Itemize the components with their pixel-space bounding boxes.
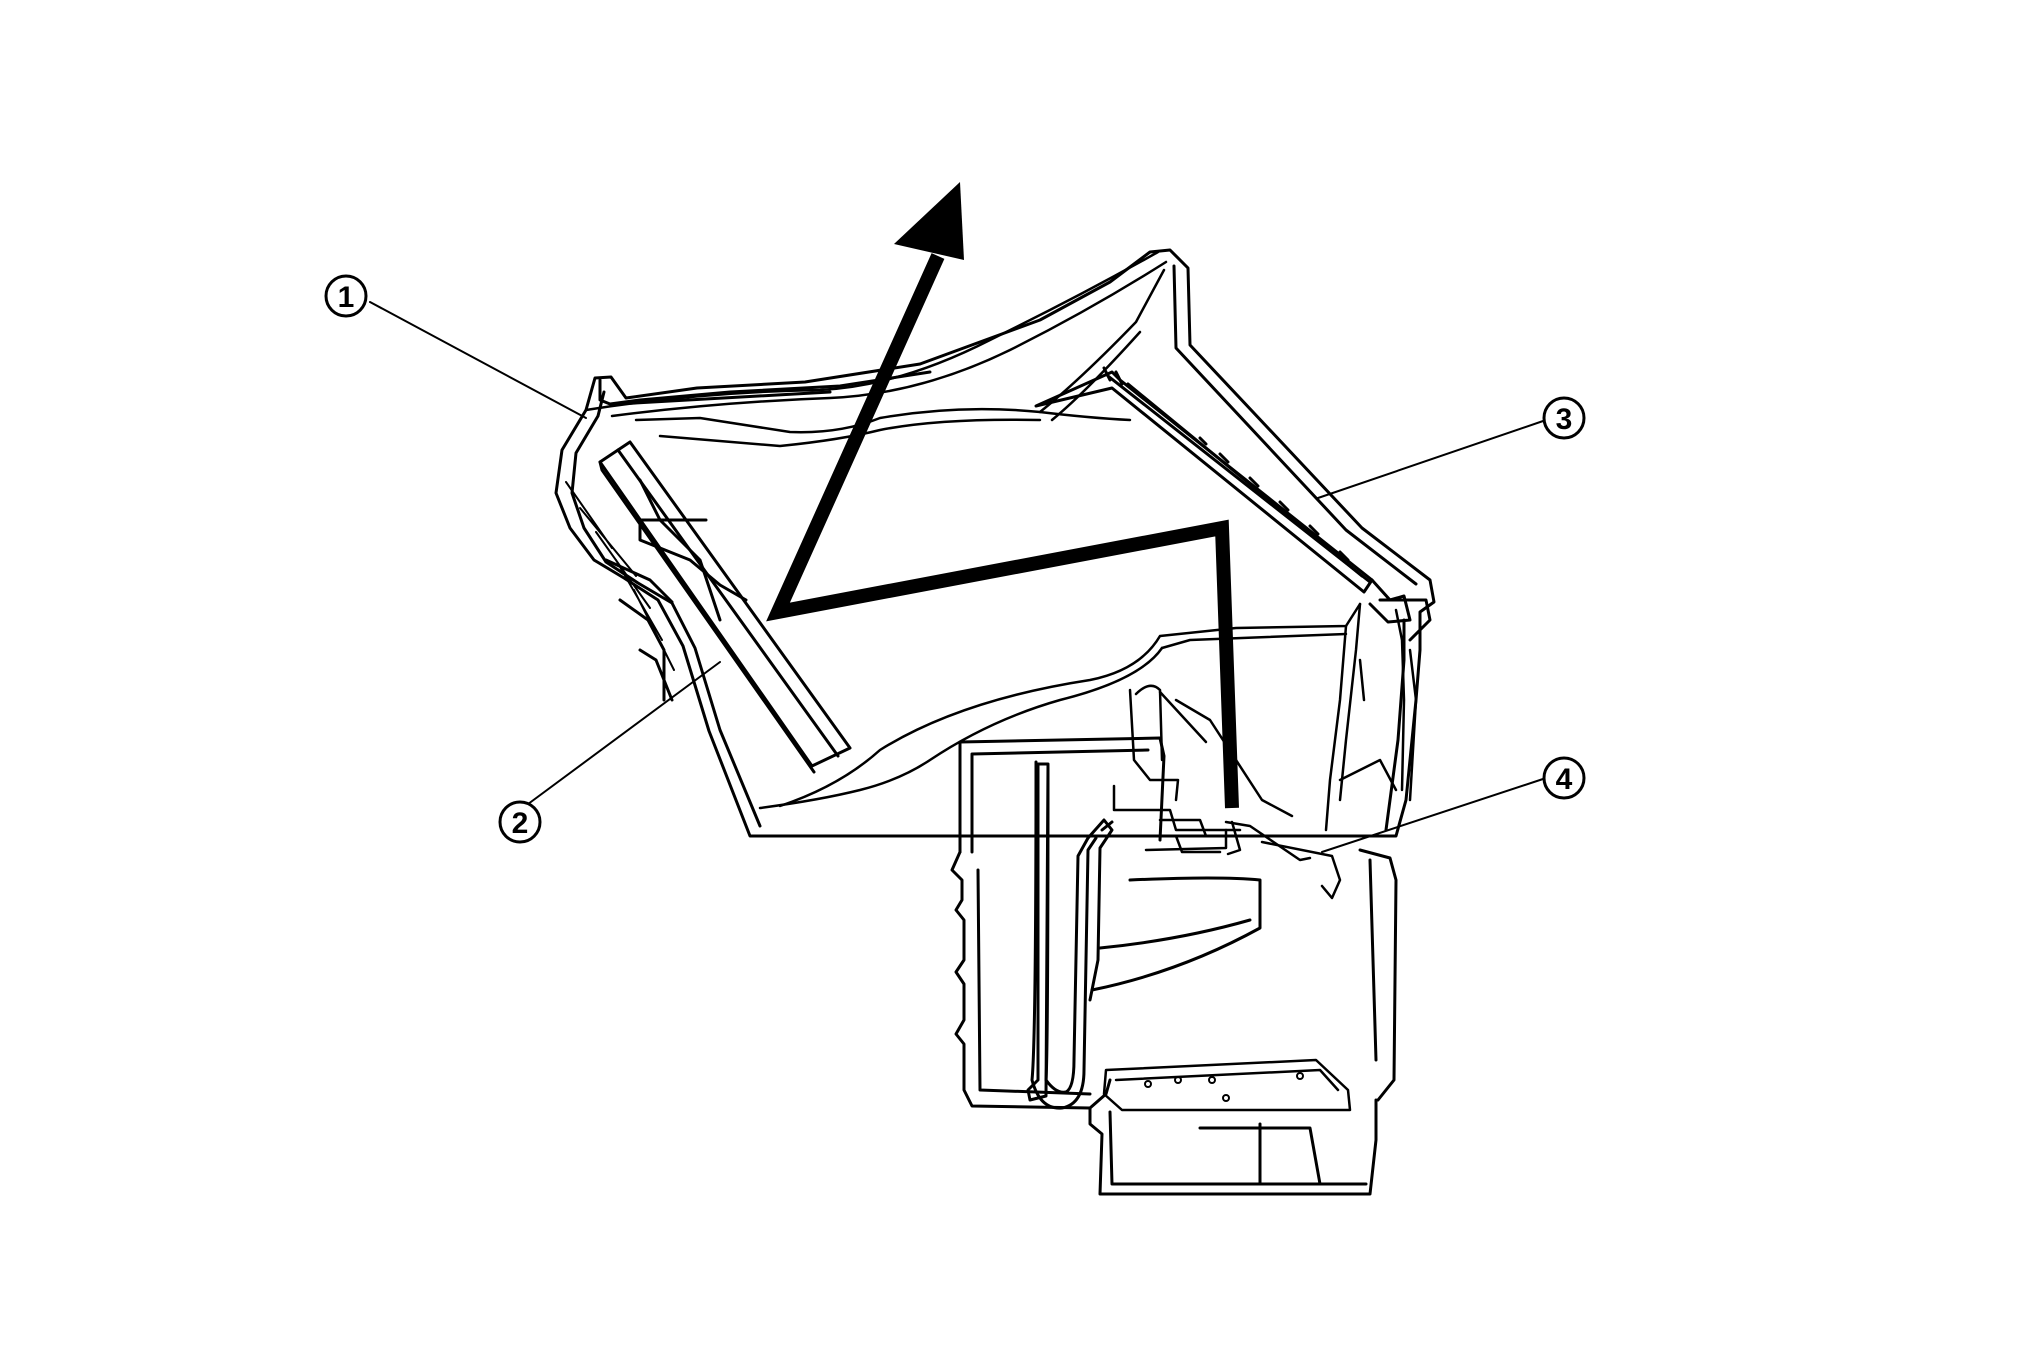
callout-1-label: 1 (338, 281, 355, 314)
upper-duct-curve (584, 250, 1168, 448)
callout-3-label: 3 (1556, 403, 1573, 436)
air-filter-right (1034, 366, 1432, 642)
callout-1: 1 (324, 274, 368, 318)
lower-heater-case (950, 736, 1398, 1196)
callout-2: 2 (498, 800, 542, 844)
heater-core-tube (1026, 760, 1262, 1110)
bottom-shelf (1102, 1058, 1352, 1112)
callout-3: 3 (1542, 396, 1586, 440)
mid-inner-panel (758, 602, 1398, 832)
left-ribs (565, 481, 675, 671)
callout-4: 4 (1542, 756, 1586, 800)
leader-lines (369, 301, 1547, 853)
callout-2-label: 2 (512, 807, 529, 840)
airflow-path-arrow (766, 182, 1239, 809)
callout-4-label: 4 (1556, 763, 1573, 796)
air-mix-door-left (598, 440, 852, 774)
right-panel-details (1358, 608, 1418, 802)
